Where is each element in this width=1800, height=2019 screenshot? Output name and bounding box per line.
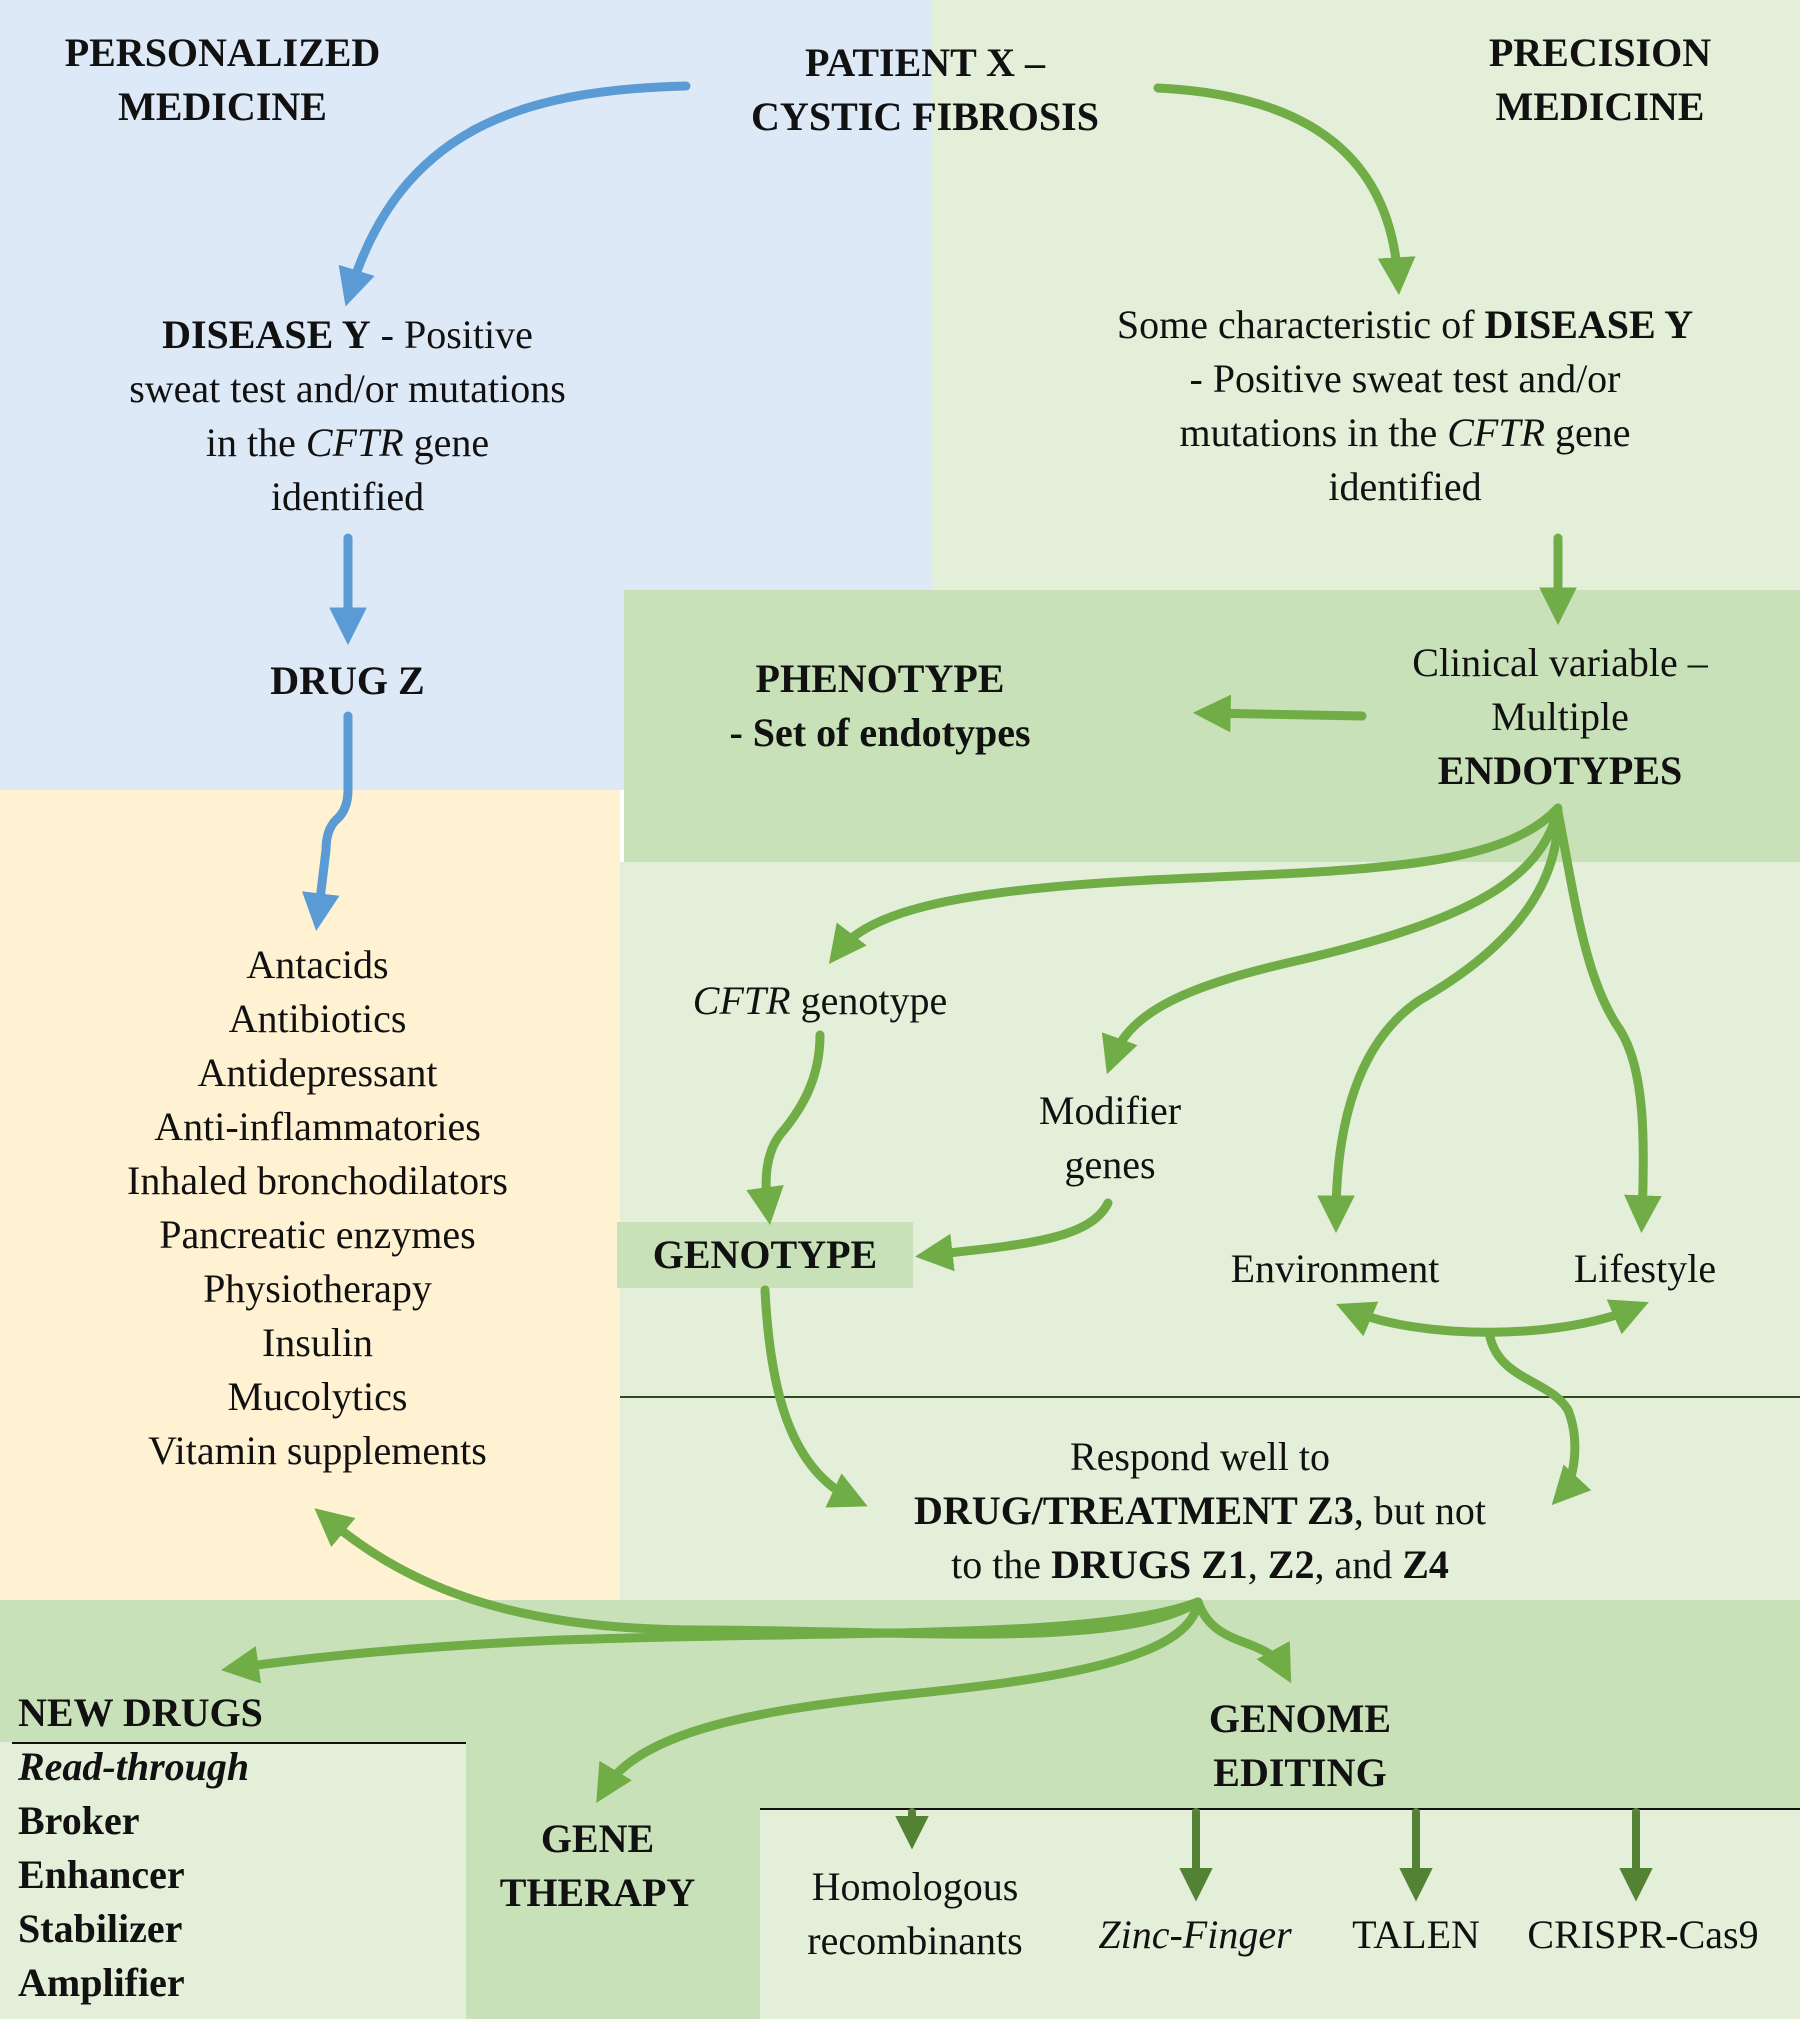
list-item: Broker [18, 1798, 140, 1843]
divider-line [620, 1396, 1800, 1398]
precision-medicine-panel [932, 0, 1800, 590]
list-item: Pancreatic enzymes [159, 1212, 476, 1257]
disease-y-label: DISEASE Y [162, 312, 371, 357]
precision-disease-text: Some characteristic of DISEASE Y - Posit… [1116, 302, 1694, 509]
phenotype-label: PHENOTYPE- Set of endotypes [729, 656, 1031, 755]
list-item: Insulin [261, 1320, 374, 1365]
new-drugs-title: NEW DRUGS [18, 1690, 263, 1735]
talen-label: TALEN [1352, 1912, 1480, 1957]
patient-title: PATIENT X –CYSTIC FIBROSIS [751, 40, 1099, 139]
genotype-box [617, 1222, 913, 1288]
list-item: Mucolytics [227, 1374, 408, 1419]
personalized-disease-text: DISEASE Y - Positive sweat test and/or m… [129, 312, 566, 519]
cftr-genotype-label: CFTR genotype [692, 978, 948, 1023]
list-item: Antidepressant [197, 1050, 438, 1095]
new-drugs-panel [0, 1742, 466, 2019]
list-item: Physiotherapy [203, 1266, 432, 1311]
arrow-response-to-treatments [314, 1508, 1203, 1639]
arrow-endotypes-to-phenotype [1192, 694, 1367, 733]
treatments-list: Antacids Antibiotics Antidepressant Anti… [60, 938, 575, 1478]
arrow-endotypes-to-lifestyle [1553, 807, 1662, 1234]
arrow-drug-to-treatments [301, 711, 353, 932]
response-text: Respond well to DRUG/TREATMENT Z3, but n… [914, 1434, 1486, 1587]
list-item: Stabilizer [18, 1906, 183, 1951]
crispr-cas9-label: CRISPR-Cas9 [1527, 1912, 1759, 1957]
arrow-modifier-to-genotype [914, 1198, 1113, 1272]
list-item: Antibiotics [228, 996, 407, 1041]
lifestyle-label: Lifestyle [1573, 1246, 1717, 1291]
new-drugs-list: Read-through Broker Enhancer Stabilizer … [18, 1740, 448, 2010]
genome-editing-underline [760, 1808, 1800, 1810]
genotype-label: GENOTYPE [652, 1232, 878, 1277]
arrow-response-to-genome-editing [1193, 1597, 1292, 1684]
list-item: Vitamin supplements [148, 1428, 487, 1473]
arrow-response-to-gene-therapy [596, 1597, 1203, 1803]
environment-label: Environment [1230, 1246, 1440, 1291]
arrow-patient-to-disease [338, 81, 691, 307]
arrow-environment-lifestyle [1336, 1299, 1649, 1337]
list-item: Read-through [18, 1744, 250, 1789]
new-drugs-underline [12, 1742, 466, 1744]
arrow-endotypes-to-modifier [1101, 805, 1563, 1075]
arrow-env-lifestyle-to-response [1485, 1332, 1592, 1506]
list-item: Anti-inflammatories [154, 1104, 481, 1149]
list-item: Inhaled bronchodilators [127, 1158, 508, 1203]
endotypes-label: Clinical variable – Multiple ENDOTYPES [1412, 640, 1708, 793]
arrow-response-to-new-drugs [221, 1597, 1203, 1684]
list-item: Antacids [246, 942, 389, 987]
list-item: Enhancer [18, 1852, 185, 1897]
arrow-cftr-to-genotype [746, 1030, 825, 1225]
arrow-patient-to-precision [1153, 83, 1416, 296]
arrow-genotype-to-response [760, 1285, 868, 1508]
genome-editing-methods-panel [760, 1808, 1800, 2019]
list-item: Amplifier [18, 1960, 185, 2005]
arrow-endotypes-to-environment [1317, 807, 1563, 1234]
zinc-finger-label: Zinc-Finger [1098, 1912, 1292, 1957]
drug-z-label: DRUG Z [270, 658, 425, 703]
arrow-endotypes-to-cftr [828, 803, 1563, 965]
